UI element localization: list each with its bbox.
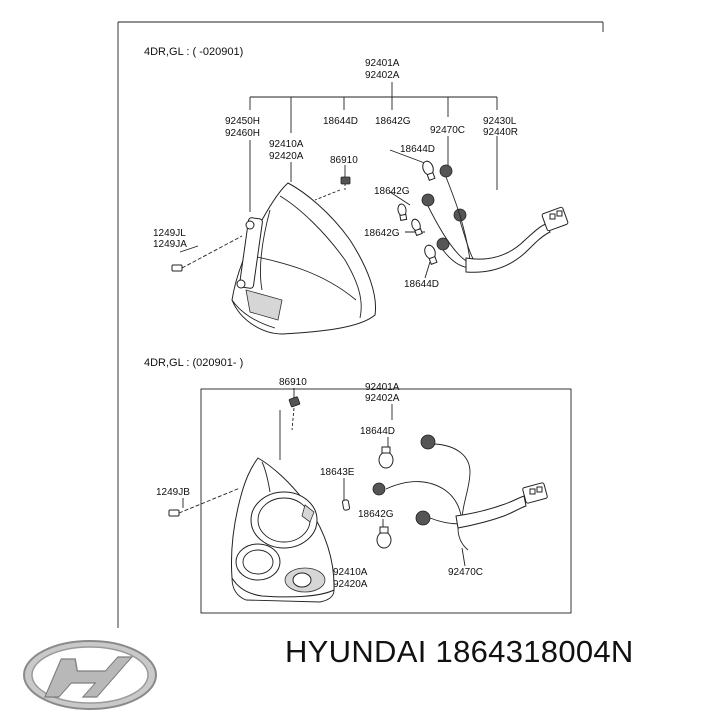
label-92410a-s2: 92410A <box>333 567 368 578</box>
label-92470c-s1: 92470C <box>430 125 465 136</box>
section-2-harness <box>372 434 548 551</box>
section-2-box <box>200 388 572 614</box>
label-92460h: 92460H <box>225 128 260 139</box>
label-18644d-2: 18644D <box>404 279 439 290</box>
part-number-caption: HYUNDAI 1864318004N <box>285 634 634 669</box>
section-2-tail-lamp <box>231 457 335 603</box>
section-2-heading: 4DR,GL : (020901- ) <box>144 357 243 369</box>
section-2-nut-86910 <box>288 396 301 431</box>
page-frame <box>117 21 604 628</box>
section-1-harness <box>421 164 569 273</box>
label-18642g-s2: 18642G <box>358 509 394 520</box>
label-1249ja: 1249JA <box>153 239 187 250</box>
label-86910-s1: 86910 <box>330 155 358 166</box>
label-18643e: 18643E <box>320 467 355 478</box>
label-92402a-s2: 92402A <box>365 393 400 404</box>
label-86910-s2: 86910 <box>279 377 307 388</box>
label-18642g-1: 18642G <box>374 186 410 197</box>
label-92450h: 92450H <box>225 116 260 127</box>
label-92401a-top: 92401A <box>365 58 400 69</box>
hyundai-logo <box>23 640 157 710</box>
label-1249jb: 1249JB <box>156 487 190 498</box>
label-92410a-s1: 92410A <box>269 139 304 150</box>
section-1-leader-lines <box>179 82 498 279</box>
section-1-bulbs <box>397 160 438 265</box>
section-2-bulbs <box>341 446 394 549</box>
label-92420a-s1: 92420A <box>269 151 304 162</box>
label-18642g-top: 18642G <box>375 116 411 127</box>
label-1249jl: 1249JL <box>153 228 186 239</box>
label-92470c-s2: 92470C <box>448 567 483 578</box>
section-1-nut-86910 <box>314 176 351 201</box>
section-1-tail-lamp <box>231 182 377 335</box>
label-18644d-s2: 18644D <box>360 426 395 437</box>
label-92430l: 92430L <box>483 116 517 127</box>
label-18644d-top: 18644D <box>323 116 358 127</box>
section-1-screw <box>171 235 243 272</box>
label-92402a-top: 92402A <box>365 70 400 81</box>
section-1-heading: 4DR,GL : ( -020901) <box>144 46 243 58</box>
label-18642g-2: 18642G <box>364 228 400 239</box>
label-92401a-s2: 92401A <box>365 382 400 393</box>
section-2-screw <box>168 487 241 517</box>
label-18644d-1: 18644D <box>400 144 435 155</box>
label-92420a-s2: 92420A <box>333 579 368 590</box>
label-92440r: 92440R <box>483 127 518 138</box>
